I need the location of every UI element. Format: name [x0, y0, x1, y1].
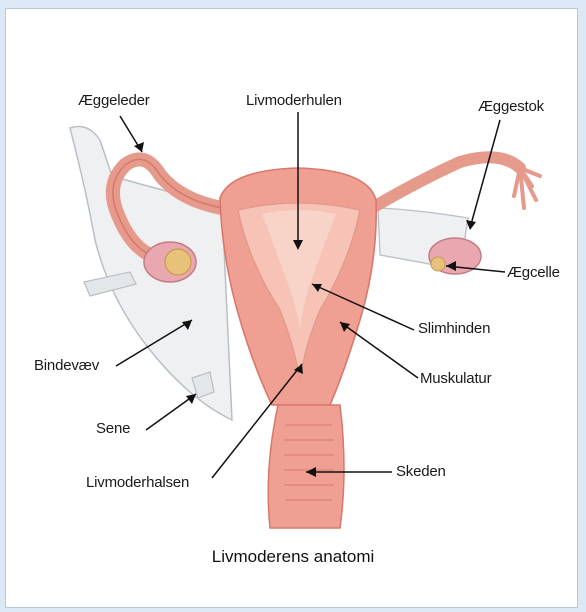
label-connective-tissue: Bindevæv: [34, 357, 99, 374]
diagram-caption: Livmoderens anatomi: [0, 547, 586, 567]
label-musculature: Muskulatur: [420, 370, 491, 387]
fimbriae-right: [514, 168, 540, 208]
label-uterine-cavity: Livmoderhulen: [246, 92, 342, 109]
label-vagina: Skeden: [396, 463, 446, 480]
follicle-left: [165, 249, 191, 275]
label-endometrium: Slimhinden: [418, 320, 490, 337]
label-tendon: Sene: [96, 420, 130, 437]
fallopian-tube-right: [372, 157, 520, 208]
label-egg-cell: Ægcelle: [507, 264, 560, 281]
label-cervix: Livmoderhalsen: [86, 474, 189, 491]
label-ovary: Æggestok: [478, 98, 544, 115]
label-fallopian-tube: Æggeleder: [78, 92, 150, 109]
vagina: [268, 405, 344, 528]
egg-cell: [431, 257, 445, 271]
